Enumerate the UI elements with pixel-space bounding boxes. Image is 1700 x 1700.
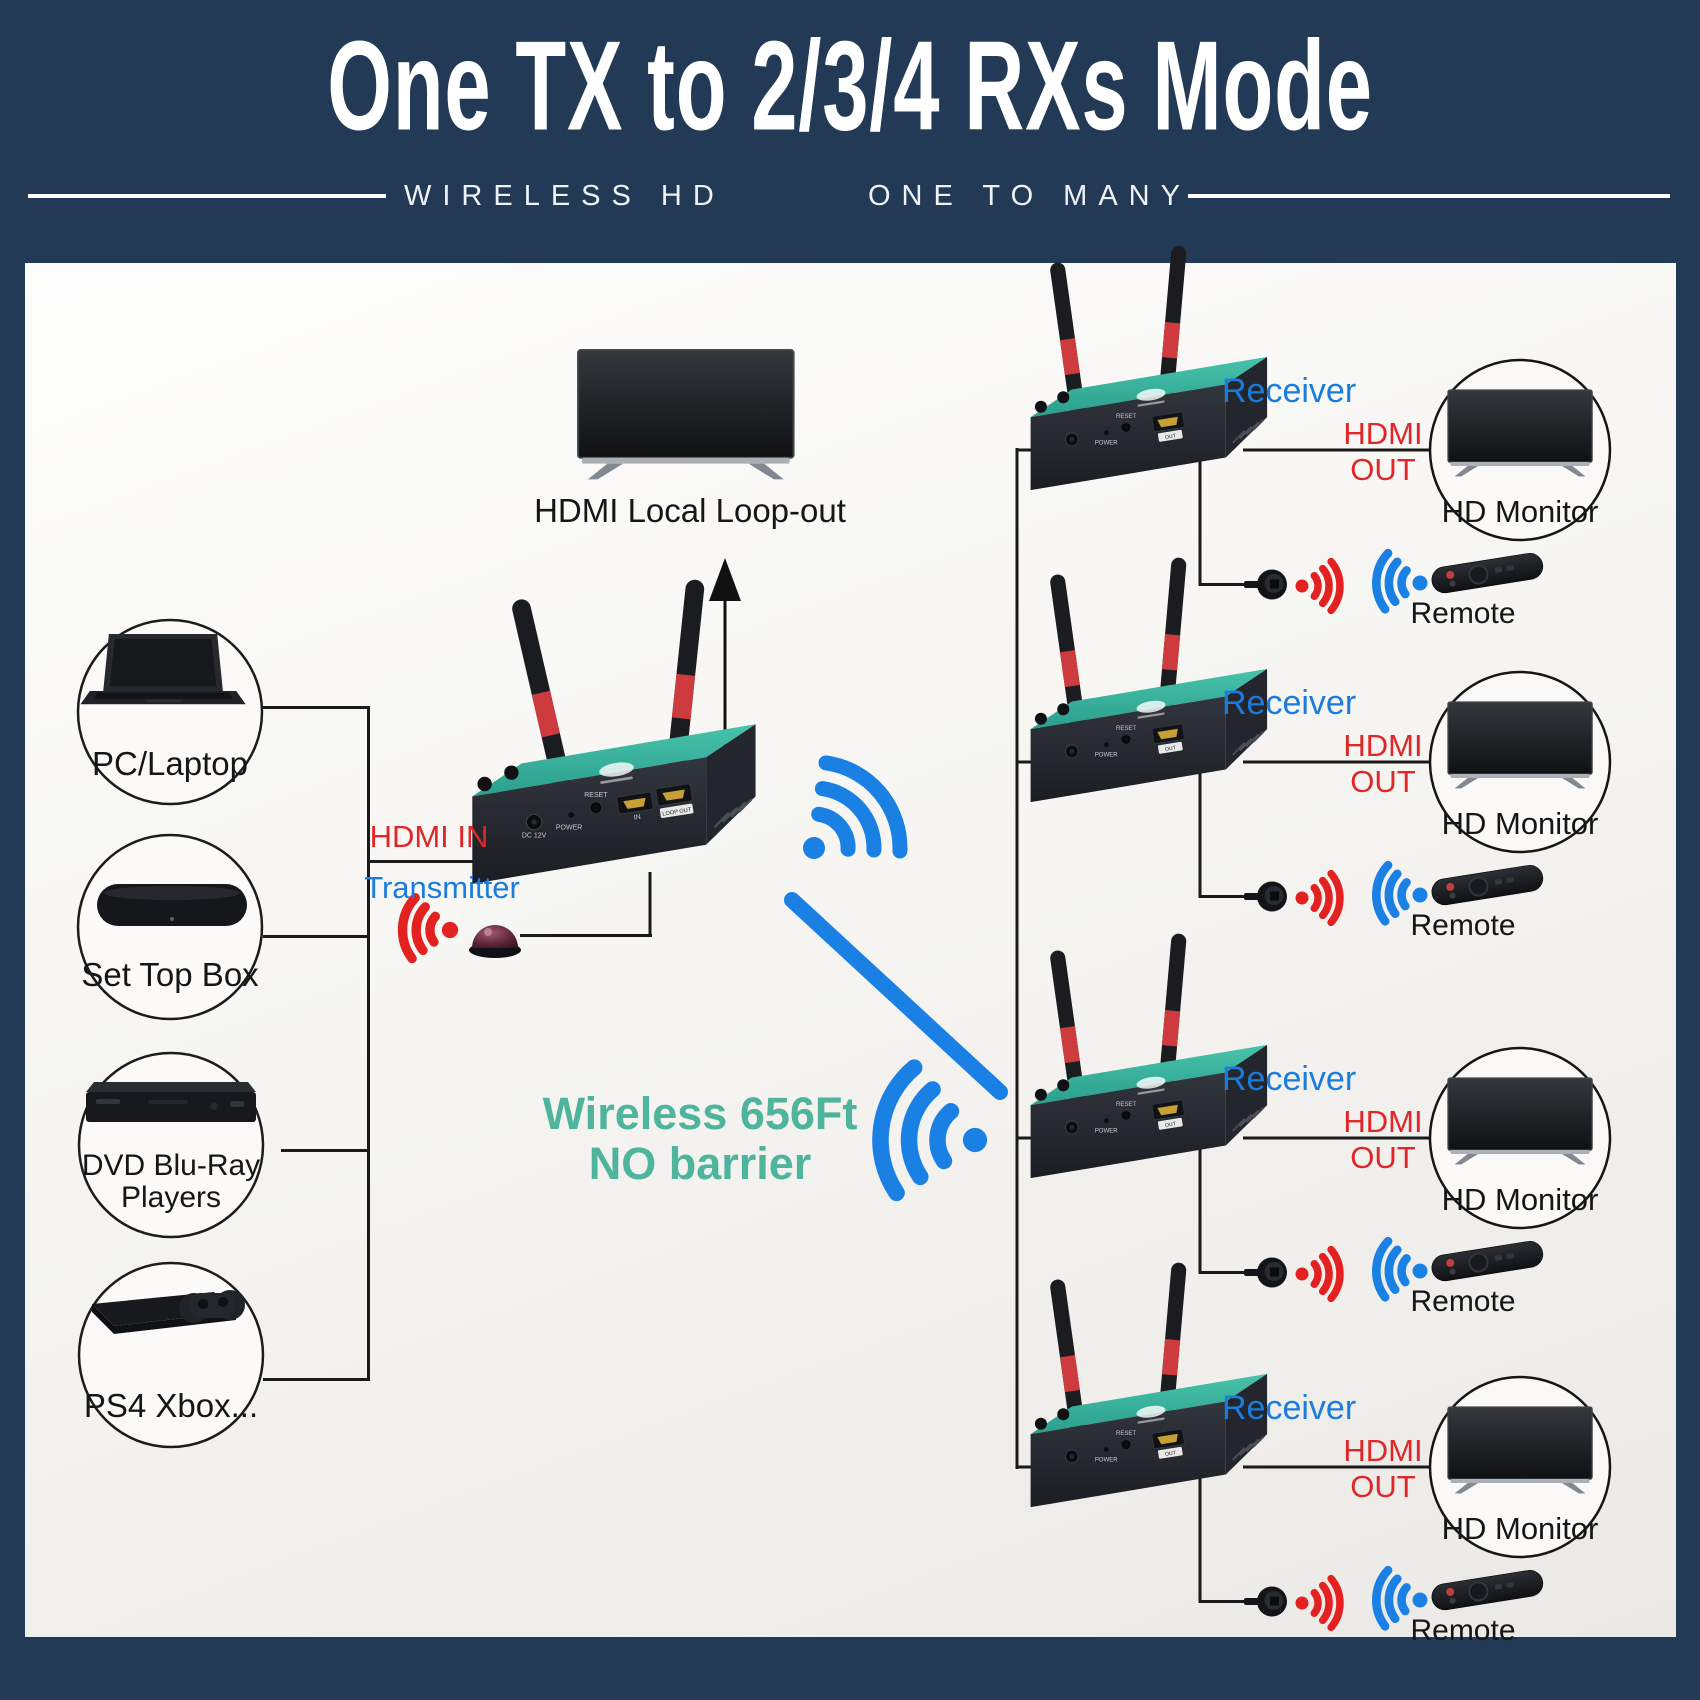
wireless-range-label: Wireless 656Ft (542, 1088, 858, 1139)
loop-out-tv-icon (577, 349, 795, 481)
remote-label: Remote (1410, 1614, 1516, 1647)
hd-monitor-label: HD Monitor (1441, 806, 1599, 841)
tx-port-dc-label: DC 12V (522, 833, 547, 840)
remote-label: Remote (1410, 909, 1516, 942)
hd-monitor-label: HD Monitor (1441, 494, 1599, 529)
source-label-pc-laptop: PC/Laptop (92, 745, 248, 782)
tx-port-loop-label: LOOP OUT (662, 807, 692, 818)
wireless-beam (784, 892, 1008, 1100)
tagline-rule-left (28, 194, 386, 198)
source-label-console: PS4 Xbox... (83, 1387, 259, 1424)
tagline-wireless-hd: WIRELESS HD (404, 180, 725, 212)
hdmi-out-label-line2: OUT (1350, 1469, 1416, 1504)
receiver-row-3 (1016, 933, 1610, 1299)
receiver-row-1 (1016, 245, 1610, 611)
source-label-dvd-line2: Players (120, 1181, 222, 1214)
transmitter-group: DC 12V POWER RESET IN LOOP OUT (401, 349, 795, 961)
hdmi-local-loop-out-label: HDMI Local Loop-out (534, 492, 846, 529)
hdmi-out-label-line1: HDMI (1343, 1104, 1423, 1139)
tagline-one-to-many: ONE TO MANY (868, 180, 1191, 212)
hdmi-out-label-line2: OUT (1350, 764, 1416, 799)
receiver-trunk-line (1015, 448, 1019, 1469)
remote-label: Remote (1410, 1285, 1516, 1318)
ir-blaster-dome-icon (469, 925, 521, 958)
dvd-player-icon (86, 1082, 256, 1122)
loop-out-arrow (709, 558, 741, 601)
tx-port-in-label: IN (633, 814, 641, 822)
wifi-fan-rx-icon (873, 1064, 996, 1204)
hdmi-out-label-line2: OUT (1350, 1140, 1416, 1175)
hdmi-out-label-line1: HDMI (1343, 728, 1423, 763)
receiver-label: Receiver (1222, 1060, 1357, 1098)
remote-label: Remote (1410, 597, 1516, 630)
no-barrier-label: NO barrier (588, 1138, 812, 1189)
transmitter-device: DC 12V POWER RESET IN LOOP OUT (471, 723, 757, 886)
wifi-fan-tx-icon (769, 749, 917, 899)
tx-port-reset-label: RESET (584, 792, 608, 799)
receiver-label: Receiver (1222, 1389, 1357, 1427)
hdmi-out-label-line1: HDMI (1343, 416, 1423, 451)
source-circle-set-top-box (76, 833, 264, 1021)
transmitter-label: Transmitter (364, 870, 520, 905)
source-label-dvd-line1: DVD Blu-Ray (81, 1149, 261, 1182)
tagline-rule-right (1188, 194, 1670, 198)
page-title: One TX to 2/3/4 RXs Mode (327, 16, 1373, 158)
hd-monitor-label: HD Monitor (1441, 1182, 1599, 1217)
hdmi-in-label: HDMI IN (369, 819, 489, 854)
hdmi-out-label-line1: HDMI (1343, 1433, 1423, 1468)
set-top-box-icon (97, 884, 247, 926)
hdmi-out-label-line2: OUT (1350, 452, 1416, 487)
receiver-label: Receiver (1222, 684, 1357, 722)
receiver-label: Receiver (1222, 372, 1357, 410)
source-label-set-top-box: Set Top Box (81, 956, 259, 993)
tx-port-power-label: POWER (556, 824, 582, 831)
ir-signal-red-tx-icon (401, 897, 460, 961)
hd-monitor-label: HD Monitor (1441, 1511, 1599, 1546)
